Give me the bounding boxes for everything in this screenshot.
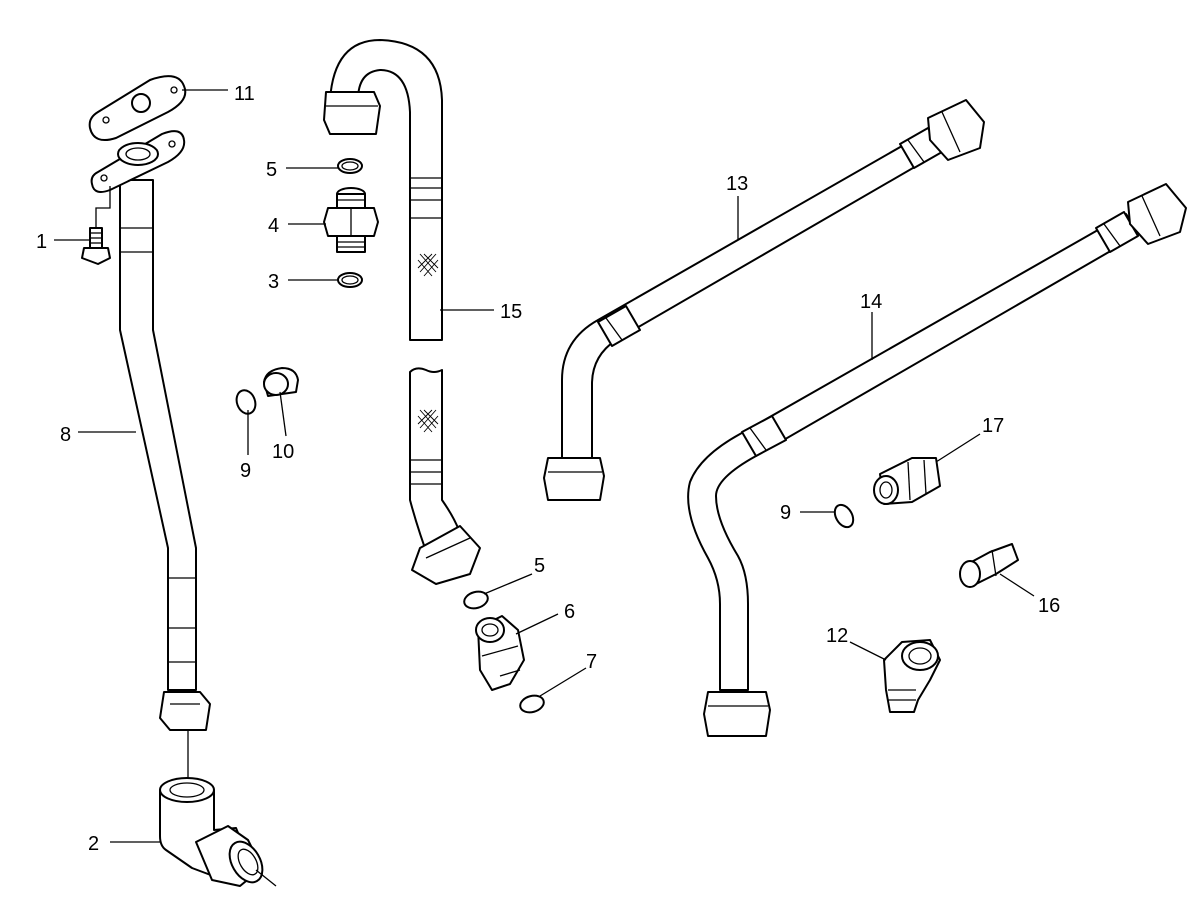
callout-1: 1 (36, 231, 47, 253)
part-8-oil-pipe (90, 130, 211, 780)
callout-5-top: 5 (266, 159, 277, 181)
part-13-hose (543, 99, 985, 501)
callout-6: 6 (564, 601, 575, 623)
callout-8: 8 (60, 424, 71, 446)
callout-10: 10 (272, 441, 294, 463)
callout-3: 3 (268, 271, 279, 293)
part-16-plug (959, 543, 1019, 588)
callout-2: 2 (88, 833, 99, 855)
part-5-washer-lower (463, 590, 489, 610)
part-9-washer-left (235, 389, 257, 415)
callout-16: 16 (1038, 595, 1060, 617)
leader-lines (54, 89, 1035, 843)
callout-15: 15 (500, 301, 522, 323)
part-12-elbow (883, 639, 941, 713)
callout-5-lower: 5 (534, 555, 545, 577)
part-6-adapter (475, 615, 525, 691)
callout-12: 12 (826, 625, 848, 647)
part-11-gasket (88, 75, 187, 141)
part-1-bolt (81, 186, 111, 265)
part-5-washer-top (337, 158, 363, 174)
part-2-elbow (159, 777, 277, 887)
callout-4: 4 (268, 215, 279, 237)
part-4-union (323, 187, 379, 253)
callout-11: 11 (234, 83, 255, 105)
part-14-hose (687, 183, 1187, 737)
callout-labels: 11 1 8 2 5 4 3 9 10 15 5 6 7 13 14 17 9 … (36, 83, 1060, 855)
part-10-plug (263, 367, 299, 397)
callout-9-right: 9 (780, 502, 791, 524)
callout-9-left: 9 (240, 460, 251, 482)
part-7-washer (519, 694, 545, 714)
callout-17: 17 (982, 415, 1004, 437)
part-17-fitting (873, 457, 941, 505)
part-3-washer (337, 272, 363, 288)
callout-14: 14 (860, 291, 882, 313)
callout-7: 7 (586, 651, 597, 673)
part-15-hose (323, 39, 481, 585)
part-9-washer-right (833, 503, 855, 529)
callout-13: 13 (726, 173, 748, 195)
